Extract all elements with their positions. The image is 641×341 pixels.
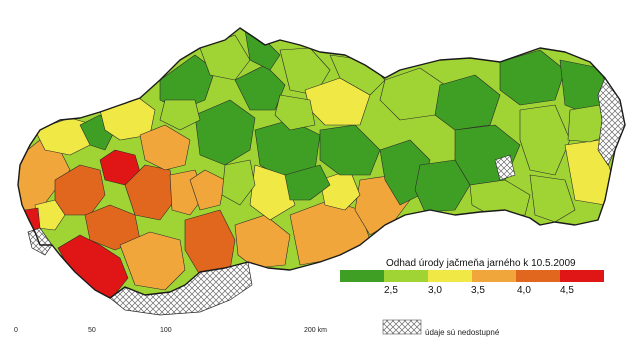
district [434, 74, 501, 131]
legend-label-5: 4,5 [560, 285, 574, 296]
legend-label-2: 3,0 [428, 285, 442, 296]
district [194, 99, 256, 166]
legend-swatch [340, 270, 384, 282]
legend-swatch [560, 270, 604, 282]
legend-ramp [340, 270, 604, 282]
legend-swatch [472, 270, 516, 282]
district [119, 231, 186, 291]
district [159, 99, 201, 131]
district [139, 124, 191, 171]
no-data-district [494, 154, 516, 181]
district [529, 174, 576, 223]
district [274, 94, 316, 131]
district [284, 164, 331, 201]
scale-label-200: 200 km [304, 327, 327, 334]
legend-title: Odhad úrody jačmeňa jarného k 10.5.2009 [386, 258, 576, 269]
district [279, 47, 331, 96]
district [249, 164, 296, 221]
no-data-area-west [27, 227, 53, 256]
no-data-swatch [382, 319, 422, 335]
legend-swatch [428, 270, 472, 282]
scale-label-0: 0 [14, 327, 18, 334]
district [221, 159, 256, 206]
district [469, 179, 531, 216]
legend-swatch [516, 270, 560, 282]
no-data-label: údaje sú nedostupné [425, 328, 500, 337]
district [519, 104, 571, 176]
legend-label-1: 2,5 [384, 285, 398, 296]
legend-label-4: 4,0 [517, 285, 531, 296]
legend-swatch [384, 270, 428, 282]
no-data-area-east [597, 77, 626, 166]
scale-label-50: 50 [88, 327, 96, 334]
district [159, 54, 216, 111]
legend-label-3: 3,5 [471, 285, 485, 296]
scale-label-100: 100 [160, 327, 172, 334]
district [414, 159, 471, 213]
district-layer [18, 29, 613, 298]
district [499, 49, 566, 106]
